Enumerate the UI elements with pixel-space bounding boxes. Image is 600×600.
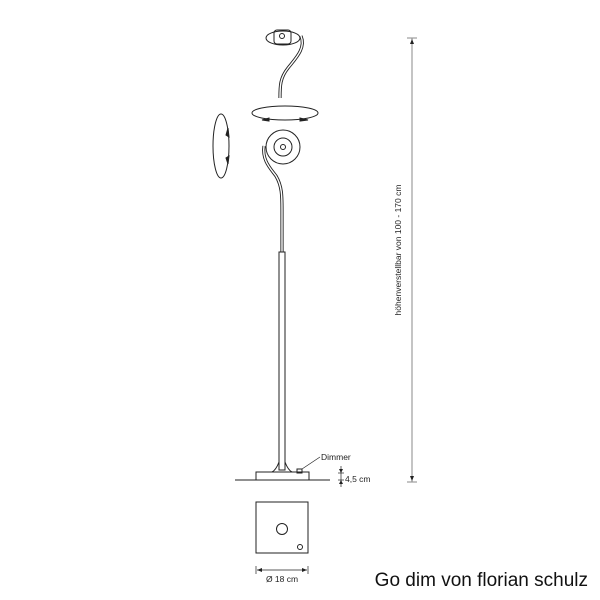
- dimmer-label: Dimmer: [321, 452, 351, 462]
- height-dimension-line: [407, 37, 417, 483]
- vertical-rotation-indicator: [212, 113, 230, 179]
- height-range-label: höhenverstellbar von 100 - 170 cm: [393, 185, 403, 316]
- dimmer-switch: [296, 468, 303, 474]
- product-caption: Go dim von florian schulz: [374, 570, 588, 591]
- base-diameter-label: Ø 18 cm: [266, 574, 298, 584]
- front-lamp-head: [265, 129, 301, 165]
- base-height-label: 4,5 cm: [345, 474, 371, 484]
- lamp-pole: [278, 251, 286, 471]
- horizontal-rotation-indicator: [251, 105, 319, 121]
- top-lamp-head: [265, 29, 301, 46]
- lamp-base-top-view: [255, 501, 309, 554]
